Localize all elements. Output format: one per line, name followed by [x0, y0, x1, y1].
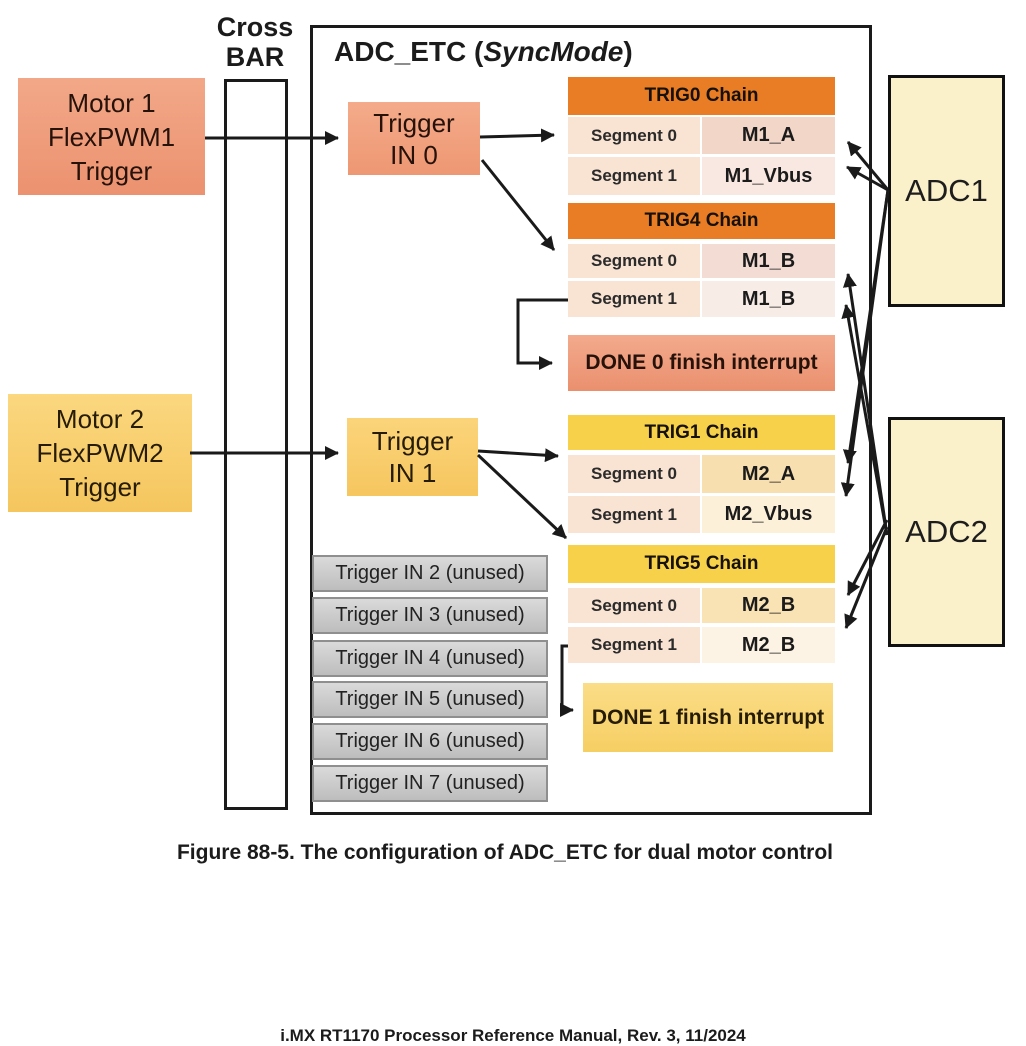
trigger-in-5-unused-box: Trigger IN 5 (unused) — [312, 681, 548, 718]
motor1-line2: FlexPWM1 — [47, 121, 176, 152]
trig1-segment0-value: M2_A — [702, 455, 835, 493]
adc1-box: ADC1 — [888, 75, 1005, 307]
trig4-segment1-label: Segment 1 — [568, 281, 700, 317]
trig5-segment1-label: Segment 1 — [568, 627, 700, 663]
motor2-line3: Trigger — [59, 472, 141, 502]
trigger-in-0-line1: Trigger — [373, 107, 455, 138]
crossbar-label-line1: Cross — [216, 12, 294, 42]
done1-finish-interrupt-box: DONE 1 finish interrupt — [583, 683, 833, 752]
trig0-segment1-value: M1_Vbus — [702, 157, 835, 195]
motor2-line1: Motor 2 — [55, 404, 145, 434]
trig1-segment0-label: Segment 0 — [568, 455, 700, 493]
adc-etc-title-mode: SyncMode — [483, 36, 624, 67]
adc-etc-title-prefix: ADC_ETC ( — [334, 36, 484, 67]
crossbar-label: Cross BAR — [205, 12, 305, 72]
trig5-segment0-value: M2_B — [702, 588, 835, 623]
trig4-segment1-value: M1_B — [702, 281, 835, 317]
trigger-in-6-unused-box: Trigger IN 6 (unused) — [312, 723, 548, 760]
trig1-chain-header: TRIG1 Chain — [568, 415, 835, 450]
motor1-line1: Motor 1 — [67, 87, 156, 118]
adc2-box: ADC2 — [888, 417, 1005, 647]
trigger-in-0-line2: IN 0 — [390, 139, 438, 170]
trigger-in-4-unused-box: Trigger IN 4 (unused) — [312, 640, 548, 677]
trigger-in-1-line1: Trigger — [371, 426, 454, 456]
trigger-in-3-unused-box: Trigger IN 3 (unused) — [312, 597, 548, 634]
trig1-segment1-value: M2_Vbus — [702, 496, 835, 533]
trig0-segment0-label: Segment 0 — [568, 117, 700, 154]
trigger-in-1-box: Trigger IN 1 — [347, 418, 478, 496]
trig1-segment1-label: Segment 1 — [568, 496, 700, 533]
manual-footer: i.MX RT1170 Processor Reference Manual, … — [280, 1026, 746, 1045]
figure-caption: Figure 88-5. The configuration of ADC_ET… — [176, 841, 834, 864]
trig0-chain-header: TRIG0 Chain — [568, 77, 835, 115]
motor2-flexpwm2-trigger-box: Motor 2 FlexPWM2 Trigger — [8, 394, 192, 512]
trigger-in-7-unused-box: Trigger IN 7 (unused) — [312, 765, 548, 802]
trig4-segment0-value: M1_B — [702, 244, 835, 278]
trig0-segment1-label: Segment 1 — [568, 157, 700, 195]
trig5-segment1-value: M2_B — [702, 627, 835, 663]
trigger-in-2-unused-box: Trigger IN 2 (unused) — [312, 555, 548, 592]
trig4-segment0-label: Segment 0 — [568, 244, 700, 278]
trig0-segment0-value: M1_A — [702, 117, 835, 154]
done0-finish-interrupt-box: DONE 0 finish interrupt — [568, 335, 835, 391]
adc-etc-title: ADC_ETC (SyncMode) — [334, 36, 734, 68]
crossbar-block — [224, 79, 288, 810]
adc-etc-title-suffix: ) — [623, 36, 633, 67]
motor2-line2: FlexPWM2 — [36, 438, 164, 468]
trigger-in-0-box: Trigger IN 0 — [348, 102, 480, 175]
trig5-chain-header: TRIG5 Chain — [568, 545, 835, 583]
trigger-in-1-line2: IN 1 — [388, 458, 437, 488]
trig5-segment0-label: Segment 0 — [568, 588, 700, 623]
motor1-flexpwm1-trigger-box: Motor 1 FlexPWM1 Trigger — [18, 78, 205, 195]
trig4-chain-header: TRIG4 Chain — [568, 203, 835, 239]
motor1-line3: Trigger — [70, 155, 153, 186]
crossbar-label-line2: BAR — [225, 42, 285, 72]
